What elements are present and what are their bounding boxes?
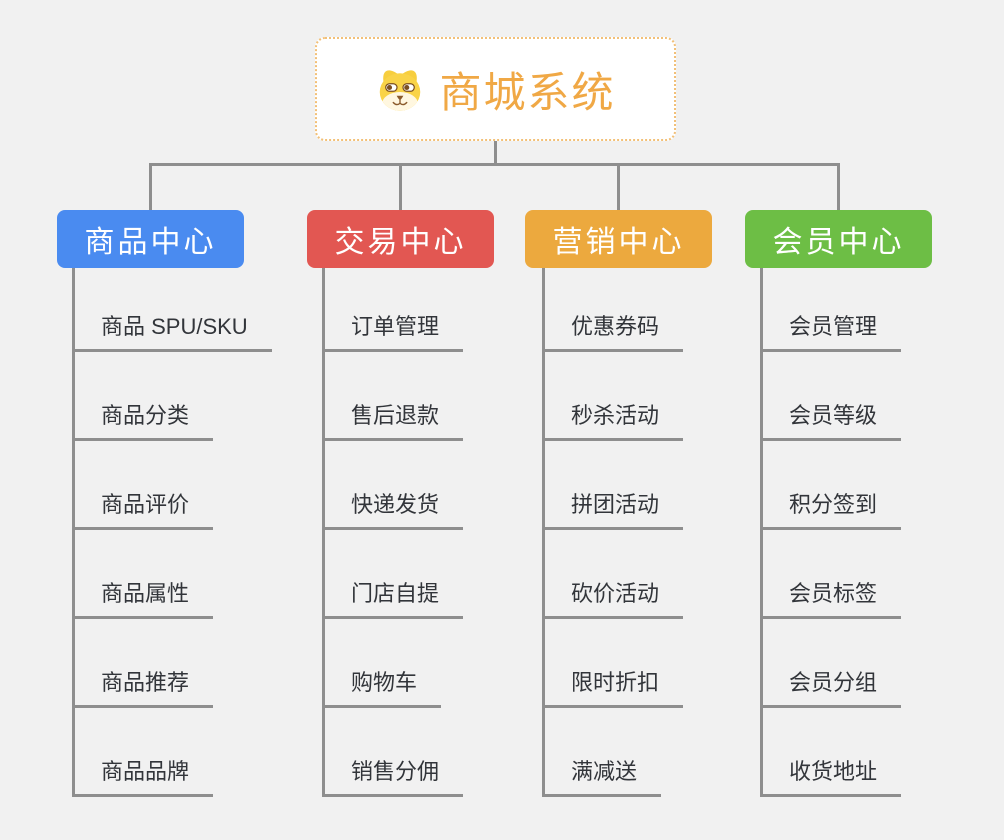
leaf-node: 门店自提 [325,530,464,619]
connector-drop-members [837,166,840,210]
leaf-node-label[interactable]: 售后退款 [325,398,464,441]
connector-drop-products [149,166,152,210]
leaf-node: 会员管理 [763,268,902,352]
leaf-node: 积分签到 [763,441,902,530]
branch-node-member-center[interactable]: 会员中心 [745,210,932,268]
leaf-node: 拼团活动 [545,441,684,530]
branch-children-trade-center: 订单管理 售后退款 快递发货 门店自提 购物车 销售分佣 [322,268,464,797]
leaf-node: 销售分佣 [325,708,464,797]
leaf-node-label[interactable]: 满减送 [545,754,662,797]
leaf-node-label[interactable]: 积分签到 [763,487,902,530]
leaf-node: 商品分类 [75,352,272,441]
leaf-node-label[interactable]: 会员等级 [763,398,902,441]
leaf-node-label[interactable]: 优惠券码 [545,309,684,352]
leaf-node: 收货地址 [763,708,902,797]
connector-drop-trade [399,166,402,210]
leaf-node-label[interactable]: 销售分佣 [325,754,464,797]
leaf-node: 售后退款 [325,352,464,441]
branch-node-product-center[interactable]: 商品中心 [57,210,244,268]
leaf-node-label[interactable]: 商品推荐 [75,665,214,708]
branch-node-trade-center[interactable]: 交易中心 [307,210,494,268]
leaf-node-label[interactable]: 商品分类 [75,398,214,441]
leaf-node: 会员等级 [763,352,902,441]
root-node-title: 商城系统 [439,68,616,116]
leaf-node-label[interactable]: 会员标签 [763,576,902,619]
branch-node-marketing-center[interactable]: 营销中心 [525,210,712,268]
leaf-node-label[interactable]: 商品评价 [75,487,214,530]
leaf-node: 快递发货 [325,441,464,530]
leaf-node-label[interactable]: 收货地址 [763,754,902,797]
dog-face-icon [375,65,425,113]
leaf-node-label[interactable]: 会员分组 [763,665,902,708]
leaf-node-label[interactable]: 商品 SPU/SKU [75,309,272,352]
leaf-node-label[interactable]: 秒杀活动 [545,398,684,441]
leaf-node-label[interactable]: 拼团活动 [545,487,684,530]
leaf-node-label[interactable]: 快递发货 [325,487,464,530]
leaf-node: 砍价活动 [545,530,684,619]
leaf-node-label[interactable]: 订单管理 [325,309,464,352]
connector-root-stub [494,141,497,163]
leaf-node: 商品品牌 [75,708,272,797]
leaf-node-label[interactable]: 购物车 [325,665,442,708]
leaf-node-label[interactable]: 限时折扣 [545,665,684,708]
leaf-node: 会员标签 [763,530,902,619]
leaf-node-label[interactable]: 商品属性 [75,576,214,619]
leaf-node: 商品属性 [75,530,272,619]
root-node-mall-system[interactable]: 商城系统 [315,37,676,141]
branch-children-product-center: 商品 SPU/SKU 商品分类 商品评价 商品属性 商品推荐 商品品牌 [72,268,272,797]
leaf-node: 商品推荐 [75,619,272,708]
leaf-node: 优惠券码 [545,268,684,352]
leaf-node: 商品评价 [75,441,272,530]
leaf-node: 购物车 [325,619,463,708]
leaf-node: 限时折扣 [545,619,684,708]
leaf-node-label[interactable]: 会员管理 [763,309,902,352]
branch-children-member-center: 会员管理 会员等级 积分签到 会员标签 会员分组 收货地址 [760,268,902,797]
branch-children-marketing-center: 优惠券码 秒杀活动 拼团活动 砍价活动 限时折扣 满减送 [542,268,684,797]
leaf-node-label[interactable]: 砍价活动 [545,576,684,619]
connector-bus [149,163,840,166]
leaf-node-label[interactable]: 门店自提 [325,576,464,619]
leaf-node: 满减送 [545,708,683,797]
leaf-node: 商品 SPU/SKU [75,268,272,352]
connector-drop-marketing [617,166,620,210]
leaf-node: 会员分组 [763,619,902,708]
leaf-node: 订单管理 [325,268,464,352]
leaf-node-label[interactable]: 商品品牌 [75,754,214,797]
leaf-node: 秒杀活动 [545,352,684,441]
